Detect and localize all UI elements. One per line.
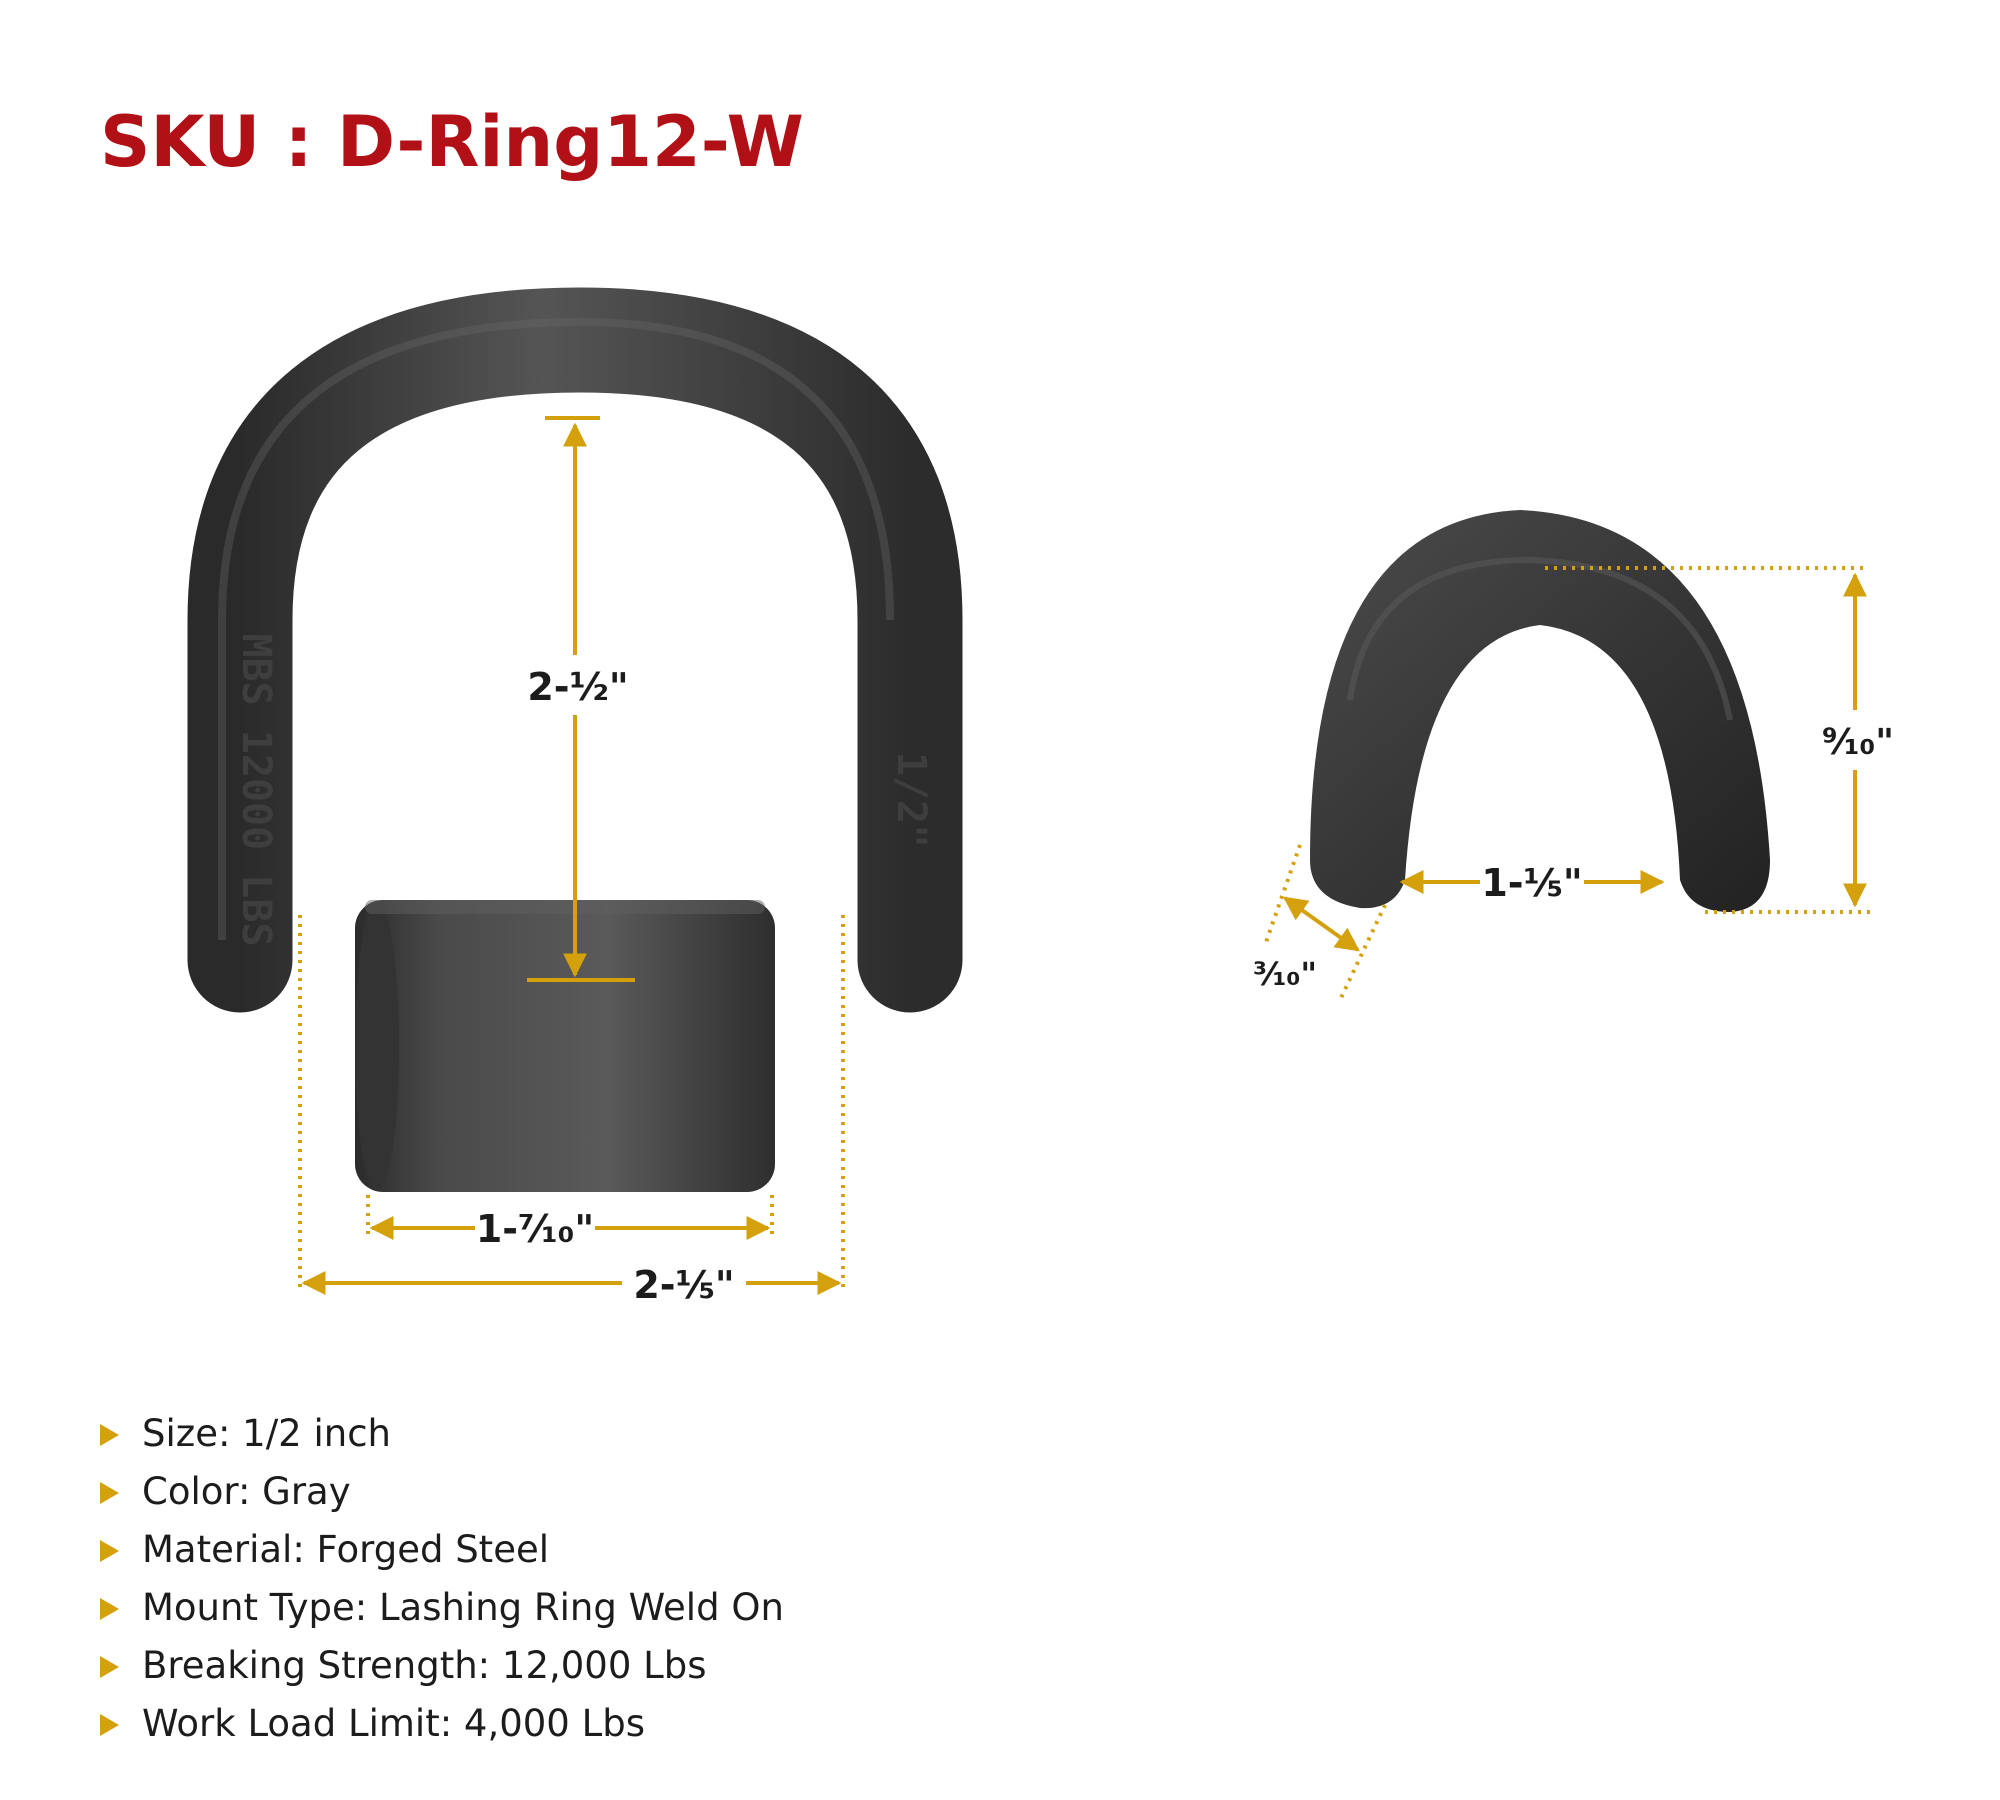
spec-item-work-load-limit: Work Load Limit: 4,000 Lbs	[100, 1695, 784, 1753]
weld-clip-illustration	[1310, 510, 1770, 912]
d-ring-height-label: 2-½"	[527, 665, 628, 709]
d-ring-bow-highlight	[218, 317, 894, 940]
weld-clip-gap-label: 1-⅕"	[1481, 861, 1582, 905]
triangle-bullet-icon	[100, 1540, 119, 1562]
spec-item-material: Material: Forged Steel	[100, 1521, 784, 1579]
spec-item-color: Color: Gray	[100, 1463, 784, 1521]
weld-clip-thickness-line	[1283, 896, 1360, 952]
sku-title: SKU : D-Ring12-W	[100, 101, 804, 183]
d-ring-stamp-left: MBS 12000 LBS	[233, 633, 279, 946]
d-ring-weld-cylinder	[355, 900, 775, 1192]
spec-text: Size: 1/2 inch	[142, 1412, 392, 1455]
d-ring-cylinder-end	[355, 901, 399, 1191]
triangle-bullet-icon	[100, 1598, 119, 1620]
spec-text: Color: Gray	[142, 1470, 351, 1513]
spec-item-mount-type: Mount Type: Lashing Ring Weld On	[100, 1579, 784, 1637]
triangle-bullet-icon	[100, 1714, 119, 1736]
triangle-bullet-icon	[100, 1482, 119, 1504]
d-ring-inner-width-label: 1-⁷⁄₁₀"	[476, 1207, 594, 1251]
spec-text: Work Load Limit: 4,000 Lbs	[142, 1702, 645, 1745]
spec-list: Size: 1/2 inch Color: Gray Material: For…	[100, 1405, 784, 1753]
d-ring-bow	[187, 287, 963, 1013]
spec-item-breaking-strength: Breaking Strength: 12,000 Lbs	[100, 1637, 784, 1695]
d-ring-stamp-right: 1/2"	[888, 752, 934, 848]
triangle-bullet-icon	[100, 1656, 119, 1678]
weld-clip-thickness-label: ³⁄₁₀"	[1253, 955, 1317, 993]
weld-clip-height-label: ⁹⁄₁₀"	[1822, 722, 1894, 763]
triangle-bullet-icon	[100, 1424, 119, 1446]
d-ring-illustration: MBS 12000 LBS 1/2"	[187, 287, 963, 1192]
weld-clip-body	[1310, 510, 1770, 912]
spec-text: Breaking Strength: 12,000 Lbs	[142, 1644, 707, 1687]
spec-text: Mount Type: Lashing Ring Weld On	[142, 1586, 784, 1629]
spec-item-size: Size: 1/2 inch	[100, 1405, 784, 1463]
spec-text: Material: Forged Steel	[142, 1528, 549, 1571]
d-ring-outer-width-label: 2-⅕"	[633, 1263, 734, 1307]
